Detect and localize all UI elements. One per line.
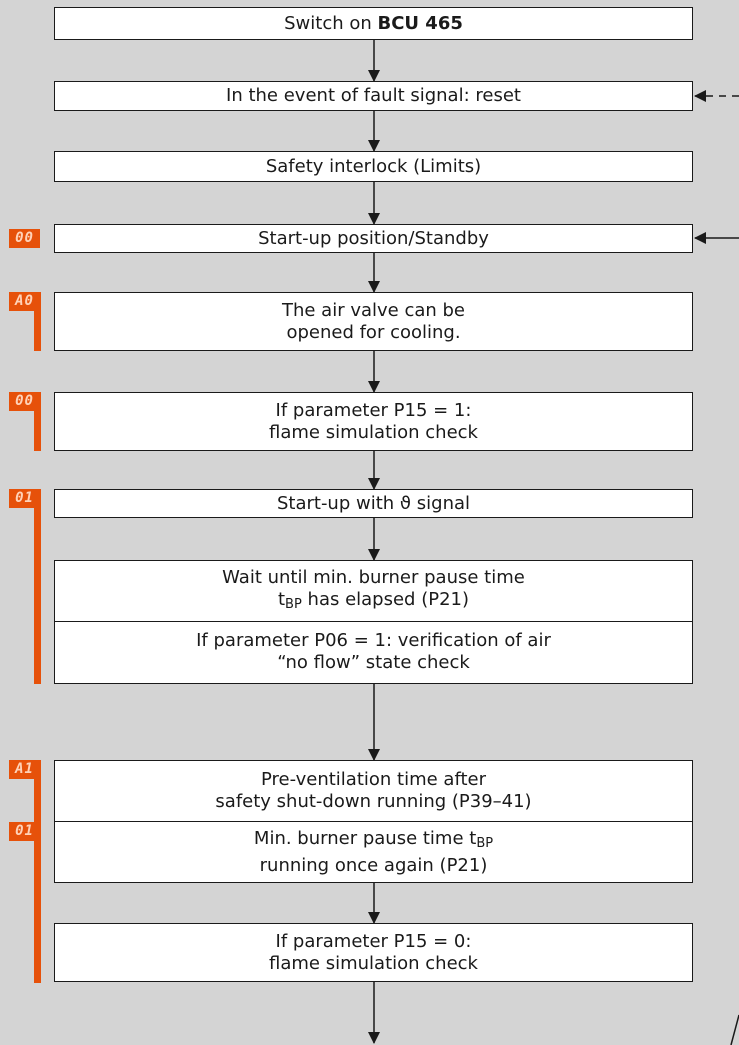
step-p15-one: If parameter P15 = 1: flame simulation c… bbox=[54, 392, 693, 451]
step-startup-signal-suffix: signal bbox=[411, 492, 471, 514]
step-air-valve: The air valve can be opened for cooling. bbox=[54, 292, 693, 351]
step-preventilation-line2: safety shut-down running (P39–41) bbox=[215, 791, 532, 812]
step-preventilation: Pre-ventilation time after safety shut-d… bbox=[54, 760, 693, 883]
step-pause-wait-line3: If parameter P06 = 1: verification of ai… bbox=[196, 630, 551, 651]
step-startup-standby-text: Start-up position/Standby bbox=[258, 227, 489, 249]
display-bar-flame-check bbox=[34, 392, 41, 451]
display-bar-air-valve bbox=[34, 292, 41, 351]
step-p15-zero-line2: flame simulation check bbox=[269, 952, 478, 974]
step-preventilation-line4: running once again (P21) bbox=[259, 854, 488, 876]
display-code-preventilation: A1 bbox=[9, 760, 40, 779]
device-name: BCU 465 bbox=[377, 12, 463, 34]
display-bar-startup bbox=[34, 489, 41, 684]
step-pause-wait-line4: “no flow” state check bbox=[277, 652, 470, 673]
return-line-bottom bbox=[730, 1014, 739, 1045]
step-fault-reset-text: In the event of fault signal: reset bbox=[226, 85, 521, 106]
step-safety-interlock: Safety interlock (Limits) bbox=[54, 151, 693, 182]
step-preventilation-sub: BP bbox=[476, 835, 494, 851]
step-switch-on-prefix: Switch on bbox=[284, 12, 378, 34]
step-preventilation-line1: Pre-ventilation time after bbox=[260, 769, 487, 790]
display-code-pause: 01 bbox=[9, 822, 40, 841]
step-startup-standby: Start-up position/Standby bbox=[54, 224, 693, 253]
step-p15-one-line1: If parameter P15 = 1: bbox=[275, 399, 472, 421]
display-code-flame-check: 00 bbox=[9, 392, 40, 411]
step-air-valve-line2: opened for cooling. bbox=[286, 321, 461, 343]
step-safety-interlock-text: Safety interlock (Limits) bbox=[265, 155, 482, 177]
step-pause-wait-line2-rest: has elapsed (P21) bbox=[301, 588, 470, 610]
step-air-valve-line1: The air valve can be bbox=[281, 299, 466, 321]
display-bar-preventilation bbox=[34, 760, 41, 983]
step-startup-signal: Start-up with ϑ signal bbox=[54, 489, 693, 518]
step-pause-wait-line1: Wait until min. burner pause time bbox=[222, 566, 525, 588]
step-preventilation-divider bbox=[55, 821, 692, 822]
step-fault-reset: In the event of fault signal: reset bbox=[54, 81, 693, 111]
step-pause-wait: Wait until min. burner pause time tBP ha… bbox=[54, 560, 693, 684]
step-pause-wait-t: t bbox=[277, 588, 286, 610]
step-preventilation-line3: Min. burner pause time t bbox=[253, 827, 477, 849]
step-switch-on: Switch on BCU 465 bbox=[54, 7, 693, 40]
step-p15-zero-line1: If parameter P15 = 0: bbox=[275, 930, 472, 952]
display-code-air-valve: A0 bbox=[9, 292, 40, 311]
step-startup-signal-prefix: Start-up with bbox=[276, 492, 400, 514]
step-p15-zero: If parameter P15 = 0: flame simulation c… bbox=[54, 923, 693, 982]
display-code-standby: 00 bbox=[9, 229, 40, 248]
display-code-startup: 01 bbox=[9, 489, 40, 508]
step-pause-wait-sub: BP bbox=[285, 596, 302, 612]
step-p15-one-line2: flame simulation check bbox=[269, 421, 478, 443]
step-pause-wait-divider bbox=[55, 621, 692, 622]
theta-symbol: ϑ bbox=[399, 492, 412, 514]
